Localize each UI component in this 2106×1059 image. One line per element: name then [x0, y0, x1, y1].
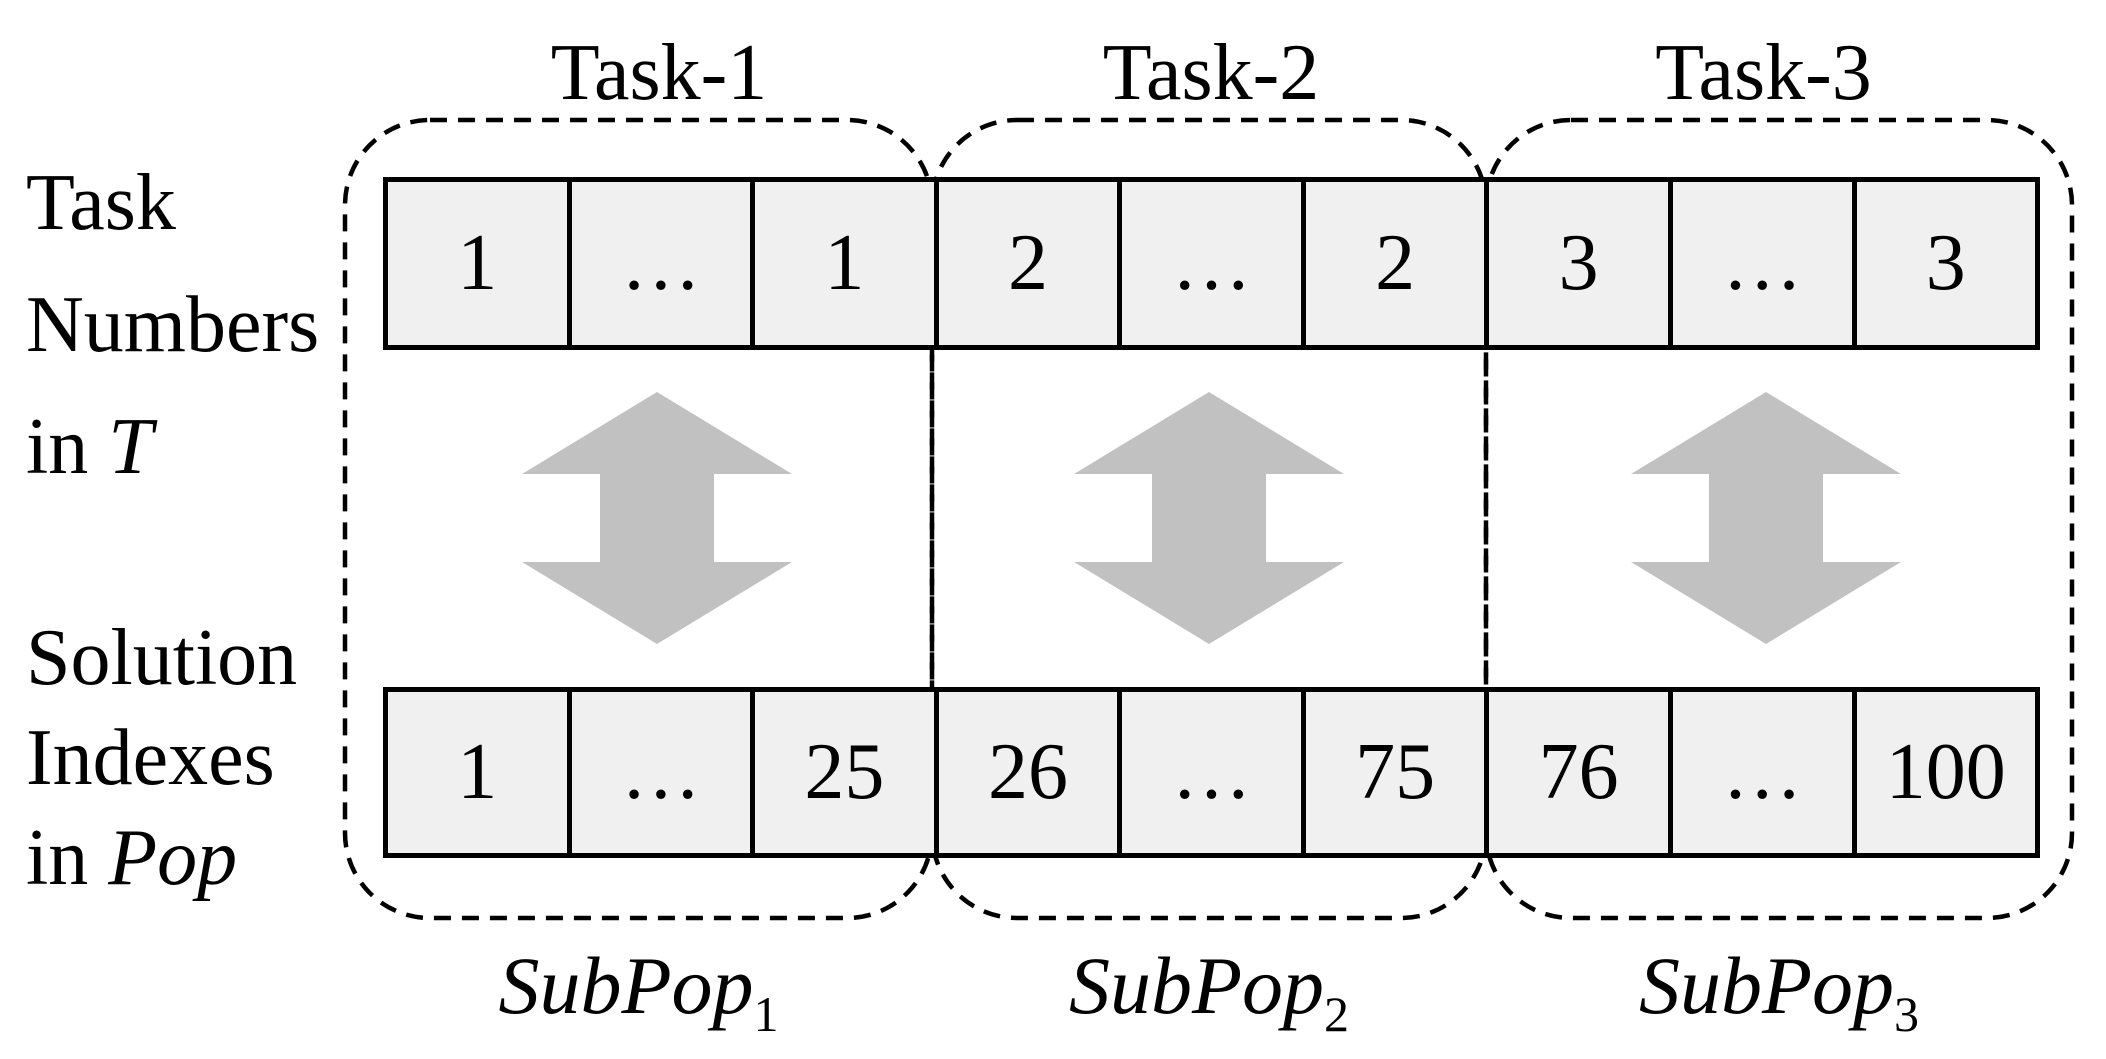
- ellipsis-cell: …: [1672, 692, 1857, 853]
- task-number-cell: 3: [1489, 182, 1673, 345]
- subpop-1-label: SubPop1: [498, 940, 779, 1042]
- solution-index-cell: 76: [1489, 692, 1673, 853]
- task-1-title: Task-1: [550, 29, 768, 117]
- solution-index-cell: 100: [1856, 692, 2036, 853]
- task-number-cell: 1: [388, 182, 572, 345]
- task-2-title: Task-2: [1102, 29, 1320, 117]
- subpop-2-label: SubPop2: [1068, 940, 1350, 1042]
- variable-T: T: [108, 403, 153, 491]
- solution-indexes-label-line3: in Pop: [26, 814, 238, 902]
- subpop-2-subscript: 2: [1324, 986, 1350, 1042]
- task-numbers-label-line2: Numbers: [26, 281, 320, 369]
- ellipsis-cell: …: [571, 692, 756, 853]
- solution-indexes-label-line1: Solution: [26, 614, 298, 702]
- task-3-title: Task-3: [1655, 29, 1872, 117]
- subpop-2-dashed-outline: [929, 117, 1489, 921]
- variable-Pop: Pop: [108, 814, 238, 902]
- subpop-3-dashed-outline: [1483, 117, 2075, 921]
- task-number-cell: 2: [1305, 182, 1490, 345]
- task-numbers-label: Task Numbers in T: [26, 142, 319, 508]
- solution-index-cell: 75: [1305, 692, 1490, 853]
- solution-indexes-label-line2: Indexes: [26, 714, 275, 802]
- task-number-cell: 2: [938, 182, 1123, 345]
- task-number-cell: 3: [1856, 182, 2036, 345]
- task-numbers-row: 1 … 1 2 … 2 3 … 3: [383, 177, 2040, 350]
- solution-indexes-row: 1 … 25 26 … 75 76 … 100: [383, 687, 2040, 858]
- solution-indexes-label: Solution Indexes in Pop: [26, 608, 297, 908]
- task-number-cell: 1: [755, 182, 939, 345]
- double-arrow-icon: [1074, 392, 1344, 644]
- ellipsis-cell: …: [1122, 692, 1306, 853]
- solution-index-cell: 25: [755, 692, 939, 853]
- double-arrow-icon: [522, 392, 792, 644]
- subpop-1-dashed-outline: [342, 117, 935, 921]
- ellipsis-cell: …: [1672, 182, 1857, 345]
- solution-index-cell: 26: [938, 692, 1123, 853]
- task-numbers-label-line3: in T: [26, 403, 153, 491]
- double-arrow-icon: [1631, 392, 1901, 644]
- solution-index-cell: 1: [388, 692, 572, 853]
- ellipsis-cell: …: [1122, 182, 1306, 345]
- task-numbers-label-line1: Task: [26, 159, 176, 247]
- ellipsis-cell: …: [571, 182, 756, 345]
- subpop-3-label: SubPop3: [1638, 940, 1920, 1042]
- subpop-3-subscript: 3: [1894, 986, 1920, 1042]
- subpop-1-subscript: 1: [753, 986, 779, 1042]
